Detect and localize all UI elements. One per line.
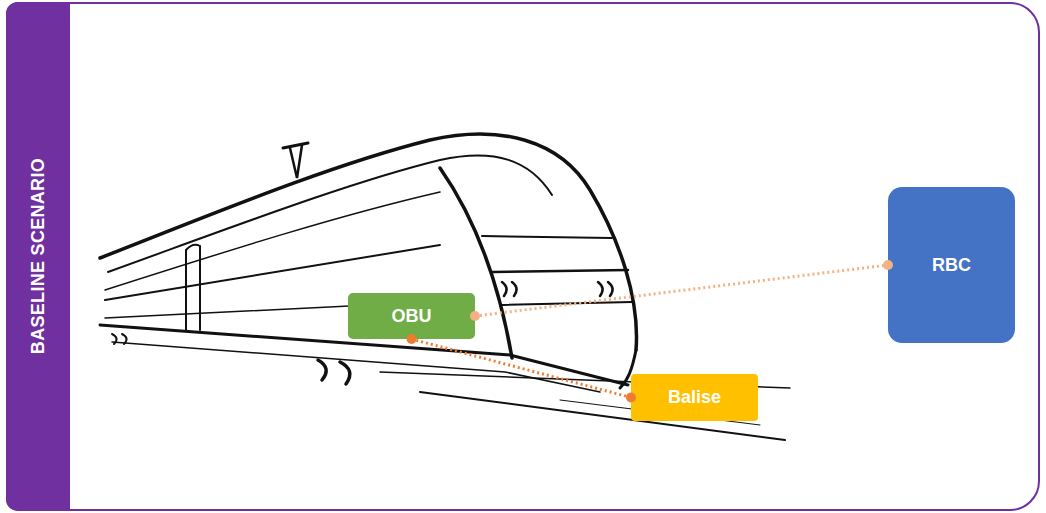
obu-box: OBU (348, 293, 475, 339)
node-label: RBC (932, 255, 971, 276)
dotted-line (475, 265, 888, 316)
pantograph (283, 143, 308, 148)
train-roof (100, 134, 637, 350)
nose-line (482, 236, 612, 238)
node-label: BASELINE SCENARIO (28, 158, 49, 354)
balise-link (407, 334, 637, 403)
train-body-line (105, 192, 440, 290)
node-label: OBU (392, 306, 432, 327)
nose-line (492, 270, 628, 272)
balise-box: Balise (631, 374, 758, 421)
headlight (598, 282, 613, 296)
window-line (105, 245, 440, 300)
train-underframe (112, 342, 600, 392)
scenario-frame (6, 2, 1040, 511)
dotted-line (412, 339, 632, 398)
door (186, 245, 200, 330)
pantograph (290, 145, 302, 178)
wheel (112, 334, 127, 344)
scenario-band: BASELINE SCENARIO (6, 2, 70, 511)
headlight (502, 282, 517, 296)
rbc-box: RBC (888, 187, 1015, 343)
wheel (318, 360, 350, 384)
node-label: Balise (668, 387, 721, 408)
nose-line (502, 302, 632, 305)
radio-link (470, 260, 893, 321)
